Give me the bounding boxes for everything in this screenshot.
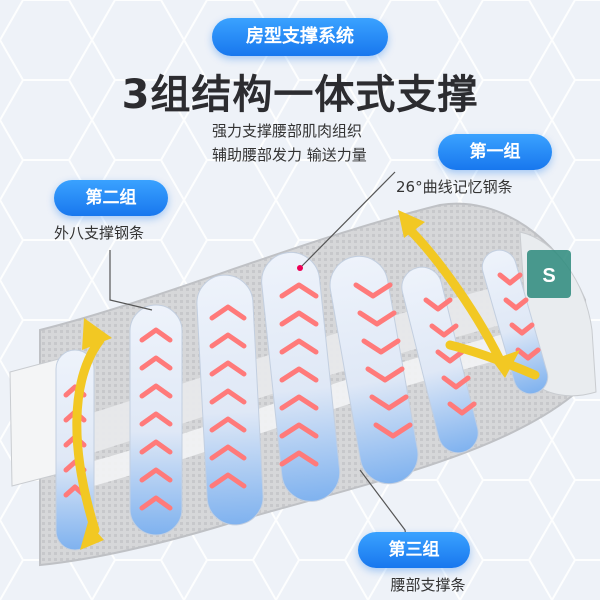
group1-description: 26°曲线记忆钢条	[396, 178, 513, 196]
subtitle-line-1: 强力支撑腰部肌肉组织	[212, 122, 363, 140]
page-title: 3组结构一体式支撑	[121, 72, 479, 118]
group3-description: 腰部支撑条	[390, 576, 466, 594]
group2-description: 外八支撑钢条	[54, 224, 145, 242]
group3-badge: 第三组	[358, 532, 470, 568]
arrow-icons	[72, 225, 540, 535]
chevron-marks	[63, 272, 541, 511]
svg-text:S: S	[542, 265, 555, 287]
subtitle-line-2: 辅助腰部发力 输送力量	[212, 146, 367, 164]
system-tag: 房型支撑系统	[212, 18, 388, 56]
group1-badge: 第一组	[438, 134, 552, 170]
group2-badge: 第二组	[54, 180, 168, 216]
